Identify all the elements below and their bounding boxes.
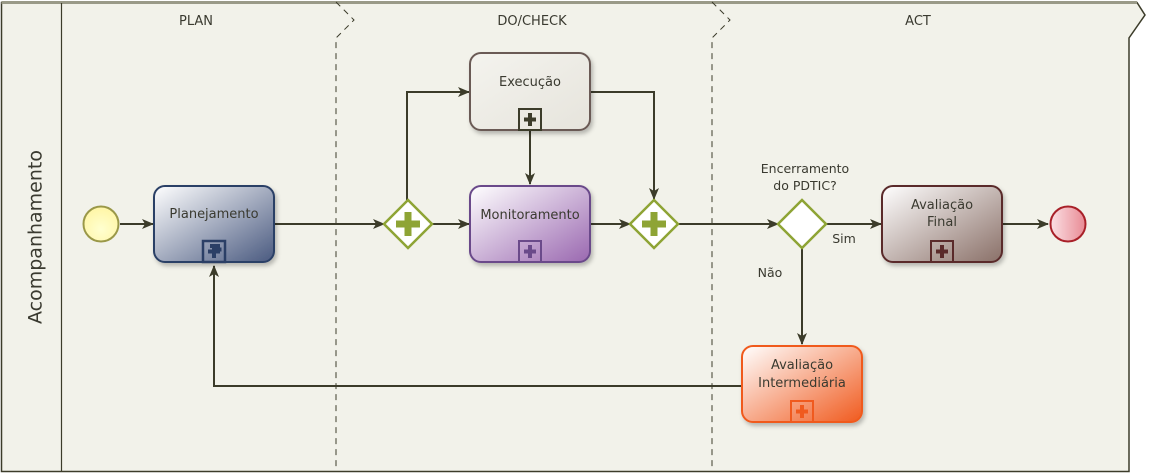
task-planejamento-label: Planejamento bbox=[169, 207, 258, 222]
task-avaliacao-intermediaria-label-line1: Avaliação bbox=[771, 358, 833, 373]
subprocess-expand-icon[interactable] bbox=[930, 240, 954, 263]
end-event[interactable] bbox=[1049, 205, 1087, 243]
gateway-parallel-split[interactable] bbox=[382, 198, 434, 250]
flow-split-to-execucao[interactable] bbox=[406, 87, 470, 200]
gateway-parallel-join[interactable] bbox=[628, 198, 680, 250]
flow-label-no: Não bbox=[758, 265, 783, 280]
decision-question-line2: do PDTIC? bbox=[773, 178, 836, 193]
task-avaliacao-final-label-line2: Final bbox=[927, 215, 957, 230]
decision-question-line1: Encerramento bbox=[761, 161, 849, 176]
gateway-exclusive-decision[interactable] bbox=[776, 198, 828, 250]
task-execucao-label: Execução bbox=[499, 75, 561, 90]
subprocess-expand-icon[interactable] bbox=[201, 239, 227, 264]
phase-divider-plan-docheck bbox=[335, 1, 355, 471]
pool-label: Acompanhamento bbox=[25, 150, 47, 324]
task-execucao[interactable]: Execução bbox=[469, 52, 591, 131]
task-monitoramento[interactable]: Monitoramento bbox=[469, 185, 591, 263]
task-avaliacao-intermediaria-label-line2: Intermediária bbox=[758, 376, 846, 391]
subprocess-expand-icon[interactable] bbox=[518, 240, 542, 263]
phase-divider-docheck-act bbox=[711, 1, 731, 471]
phase-label-docheck: DO/CHECK bbox=[497, 14, 567, 29]
task-avaliacao-final-label-line1: Avaliação bbox=[911, 198, 973, 213]
task-avaliacao-intermediaria[interactable]: Avaliação Intermediária bbox=[741, 345, 863, 423]
flow-label-yes: Sim bbox=[832, 231, 856, 246]
task-monitoramento-label: Monitoramento bbox=[480, 208, 579, 223]
flow-intermediaria-to-planejamento[interactable] bbox=[209, 265, 741, 387]
subprocess-expand-icon[interactable] bbox=[518, 108, 542, 131]
plus-icon bbox=[396, 212, 420, 236]
phase-label-act: ACT bbox=[905, 14, 931, 29]
sequence-flows bbox=[120, 87, 1049, 387]
start-event[interactable] bbox=[82, 205, 120, 243]
task-planejamento[interactable]: Planejamento bbox=[153, 185, 275, 264]
plus-icon bbox=[642, 212, 666, 236]
flow-execucao-to-join[interactable] bbox=[591, 91, 659, 200]
subprocess-expand-icon[interactable] bbox=[790, 400, 814, 423]
phase-label-plan: PLAN bbox=[179, 14, 213, 29]
task-avaliacao-final[interactable]: Avaliação Final bbox=[881, 185, 1003, 263]
